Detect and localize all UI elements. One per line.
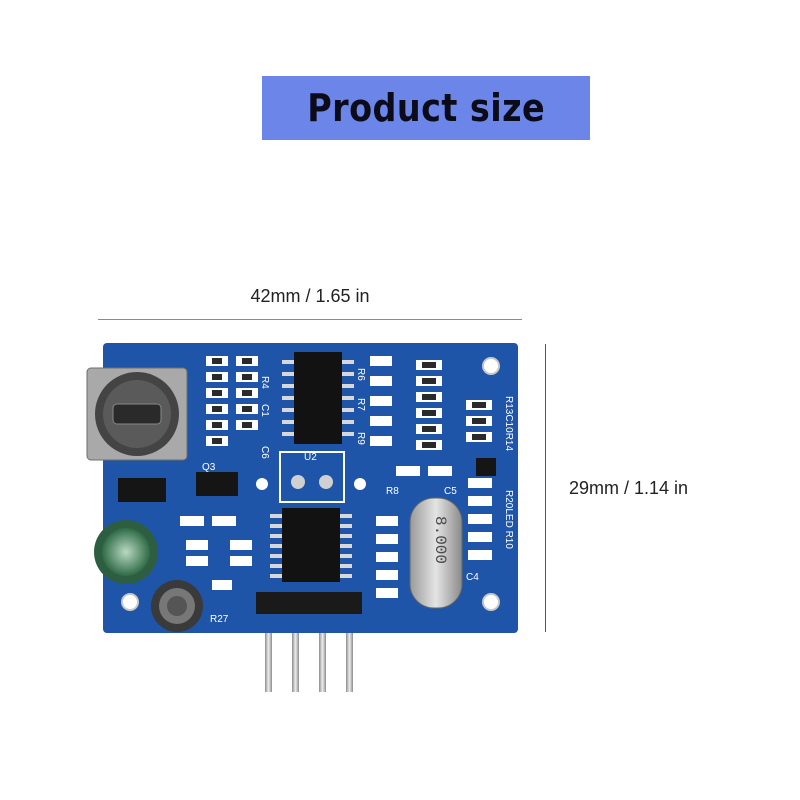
crystal-oscillator: 8.000	[409, 497, 463, 609]
header-pins	[265, 612, 353, 692]
mounting-holes	[121, 357, 500, 611]
potentiometer	[86, 367, 188, 461]
height-dimension-label: 29mm / 1.14 in	[569, 478, 689, 498]
electrolytic-capacitor-small	[151, 580, 203, 632]
label-c6: C6	[259, 446, 270, 459]
label-c5: C5	[444, 486, 457, 497]
label-q3: Q3	[202, 462, 216, 473]
label-c4: C4	[466, 572, 479, 583]
u2-regulator	[256, 451, 366, 503]
electrolytic-capacitor-large	[94, 520, 158, 584]
label-r27: R27	[210, 614, 229, 625]
label-r6: R6	[355, 368, 366, 381]
label-r7: R7	[355, 398, 366, 411]
page-title: Product size	[307, 86, 545, 130]
label-r4: R4	[259, 376, 270, 389]
crystal-label: 8.000	[431, 516, 449, 564]
transistors	[118, 458, 496, 502]
label-r13: R13C10R14	[503, 396, 514, 451]
smd-components	[180, 356, 492, 598]
width-dimension-label: 42mm / 1.65 in	[250, 286, 370, 306]
label-r8: R8	[386, 486, 399, 497]
label-r9: R9	[355, 432, 366, 445]
header-connector	[256, 592, 362, 614]
title-banner: Product size	[262, 76, 590, 140]
label-c1: C1	[259, 404, 270, 417]
height-dimension-line	[545, 344, 546, 632]
width-dimension-line	[98, 319, 522, 320]
ic-chip-top	[282, 352, 354, 444]
ic-chip-bottom	[270, 508, 352, 582]
label-u2: U2	[304, 452, 317, 463]
label-r20: R20LED R10	[503, 490, 514, 549]
